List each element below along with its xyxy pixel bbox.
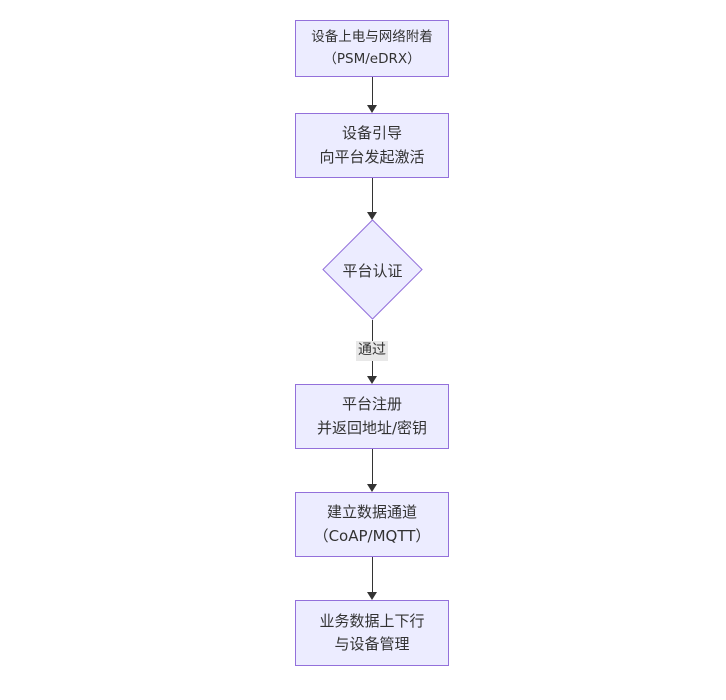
edge-register-to-channel bbox=[367, 449, 377, 492]
edge-bootstrap-to-auth bbox=[367, 178, 377, 220]
node-business: 业务数据上下行 与设备管理 bbox=[295, 600, 449, 666]
arrowhead-down-icon bbox=[367, 105, 377, 113]
arrowhead-down-icon bbox=[367, 212, 377, 220]
node-label-line: 与设备管理 bbox=[334, 635, 410, 653]
node-label-line: 建立数据通道 bbox=[326, 503, 417, 522]
node-label-line: （PSM/eDRX） bbox=[323, 50, 421, 67]
node-label-line: 向平台发起激活 bbox=[319, 147, 425, 166]
node-bootstrap: 设备引导 向平台发起激活 bbox=[295, 113, 449, 178]
node-label-line: 业务数据上下行 bbox=[319, 611, 425, 630]
edge-channel-to-business bbox=[367, 557, 377, 600]
edge-line bbox=[371, 178, 373, 212]
edge-power-to-bootstrap bbox=[367, 77, 377, 113]
node-register: 平台注册 并返回地址/密钥 bbox=[295, 384, 449, 449]
node-label-line: 设备上电与网络附着 bbox=[311, 28, 433, 45]
arrowhead-down-icon bbox=[367, 484, 377, 492]
node-label-line: 平台注册 bbox=[341, 395, 402, 414]
arrowhead-down-icon bbox=[367, 376, 377, 384]
node-power-attach: 设备上电与网络附着 （PSM/eDRX） bbox=[295, 20, 449, 77]
node-platform-auth-label: 平台认证 bbox=[342, 262, 403, 280]
edge-line bbox=[371, 449, 373, 484]
node-data-channel: 建立数据通道 （CoAP/MQTT） bbox=[295, 492, 449, 557]
edge-line bbox=[371, 557, 373, 592]
arrowhead-down-icon bbox=[367, 592, 377, 600]
node-label-line: 设备引导 bbox=[341, 124, 402, 143]
node-label-line: 并返回地址/密钥 bbox=[316, 418, 428, 437]
node-label-line: （CoAP/MQTT） bbox=[313, 526, 431, 545]
edge-label-pass: 通过 bbox=[356, 341, 388, 361]
edge-line bbox=[371, 77, 373, 105]
